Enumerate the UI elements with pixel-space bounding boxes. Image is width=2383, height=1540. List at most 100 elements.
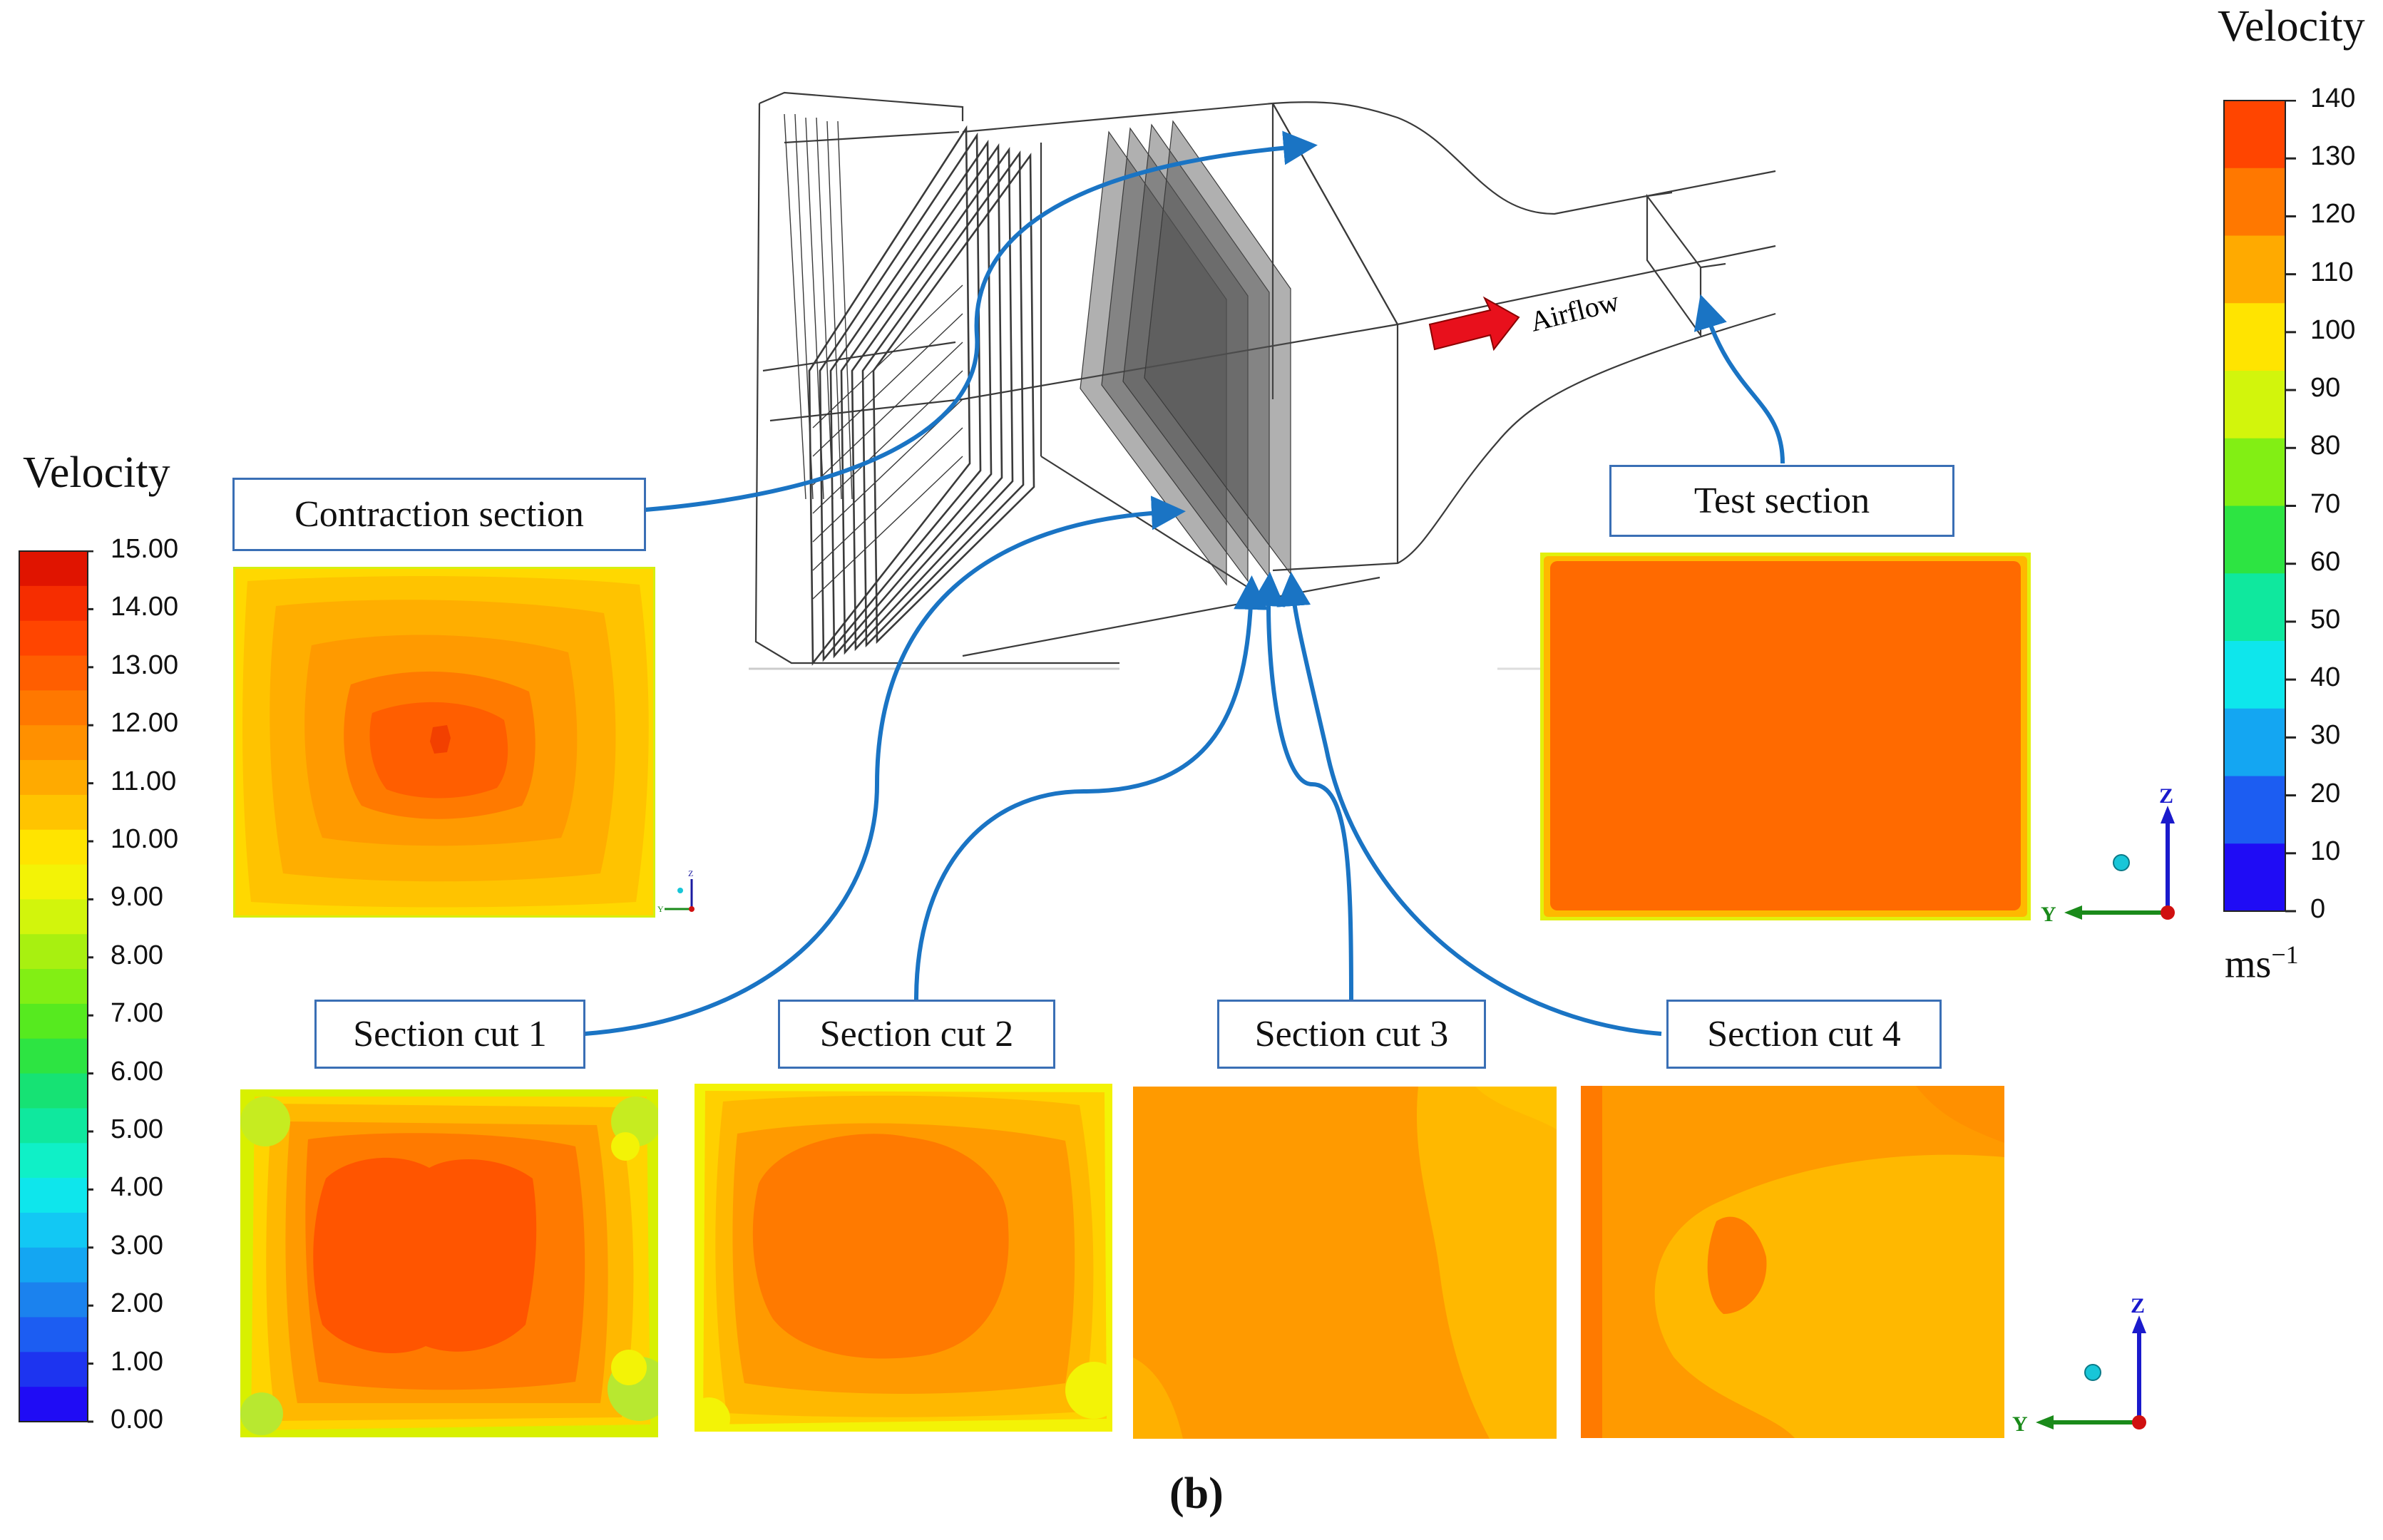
left-colorbar-tick-label: 6.00 [111,1056,163,1087]
label-test-section: Test section [1609,465,1954,537]
contour-contraction-section [233,567,655,918]
right-colorbar-tick-label: 70 [2310,488,2341,519]
right-colorbar-band [2224,641,2285,709]
left-colorbar-title: Velocity [23,448,170,497]
svg-text:Y: Y [657,904,664,914]
arrow-contraction [645,130,1318,512]
right-colorbar-tick-label: 140 [2310,83,2356,113]
honeycomb-screens [808,125,1035,666]
right-colorbar-tick-label: 100 [2310,314,2356,345]
svg-text:Z: Z [2159,784,2173,808]
right-colorbar-band [2224,708,2285,776]
left-colorbar-bands [19,551,88,1422]
label-section-cut-4: Section cut 4 [1666,1000,1942,1069]
right-colorbar-unit: ms−1 [2225,940,2299,987]
section-planes [1080,120,1291,586]
wind-tunnel-diagram: Airflow [749,91,1776,670]
right-colorbar-tick-label: 110 [2310,257,2354,287]
right-colorbar-band [2224,438,2285,506]
axis-triad-top: Z Y [2041,784,2175,926]
label-section-cut-1: Section cut 1 [314,1000,585,1069]
right-colorbar-band [2224,303,2285,371]
right-colorbar-tick-label: 120 [2310,199,2356,230]
left-colorbar-band [19,934,88,970]
left-colorbar-band [19,1003,88,1040]
left-colorbar-tick-label: 14.00 [111,592,179,622]
svg-text:Z: Z [2131,1294,2145,1318]
left-colorbar-tick-label: 10.00 [111,824,179,854]
contour-section-cut-2 [695,1084,1112,1432]
left-colorbar-band [19,1247,88,1283]
left-colorbar-band [19,1212,88,1248]
left-colorbar-band [19,655,88,691]
right-colorbar [2223,100,2296,913]
left-colorbar-band [19,1352,88,1387]
label-contraction-section: Contraction section [232,478,646,551]
left-colorbar-band [19,1038,88,1074]
right-colorbar-band [2224,573,2285,642]
right-colorbar-tick-label: 90 [2310,373,2341,404]
right-colorbar-title: Velocity [2218,2,2365,51]
label-section-cut-3: Section cut 3 [1217,1000,1486,1069]
right-colorbar-band [2224,843,2285,912]
figure-label: (b) [1169,1469,1224,1518]
right-colorbar-band [2224,776,2285,844]
left-colorbar-band [19,1317,88,1352]
left-colorbar-tick-label: 1.00 [111,1346,163,1377]
left-colorbar-band [19,969,88,1005]
left-colorbar-tick-label: 5.00 [111,1114,163,1144]
left-colorbar [19,550,93,1423]
right-colorbar-tick-label: 10 [2310,836,2341,866]
arrow-cut1 [584,496,1186,1036]
svg-text:Y: Y [2012,1412,2028,1436]
right-colorbar-tick-label: 40 [2310,662,2341,693]
right-colorbar-band [2224,505,2285,574]
left-colorbar-tick-label: 2.00 [111,1288,163,1319]
left-colorbar-band [19,864,88,900]
arrow-test [1693,294,1785,464]
left-colorbar-band [19,829,88,866]
left-colorbar-band [19,1073,88,1109]
right-colorbar-tick-label: 0 [2310,894,2326,924]
left-colorbar-band [19,760,88,796]
left-colorbar-band [19,899,88,935]
left-colorbar-band [19,585,88,622]
arrow-cut4 [1276,572,1662,1036]
left-colorbar-tick-label: 0.00 [111,1405,163,1434]
left-colorbar-band [19,620,88,657]
left-colorbar-tick-label: 8.00 [111,940,163,970]
left-colorbar-band [19,725,88,761]
left-colorbar-tick-label: 9.00 [111,882,163,913]
left-colorbar-tick-label: 11.00 [111,766,177,796]
left-colorbar-tick-label: 4.00 [111,1172,163,1203]
arrow-cut3 [1251,572,1353,1000]
right-colorbar-band [2224,371,2285,439]
left-colorbar-band [19,1387,88,1422]
right-colorbar-tick-label: 50 [2310,604,2341,635]
left-colorbar-band [19,1178,88,1213]
svg-text:Y: Y [2041,903,2056,926]
contour-section-cut-3 [1133,1087,1557,1439]
right-colorbar-tick-label: 20 [2310,778,2341,808]
right-colorbar-band [2224,168,2285,236]
svg-text:Z: Z [688,868,693,878]
right-colorbar-tick-label: 60 [2310,546,2341,577]
left-colorbar-band [19,1282,88,1318]
right-colorbar-bands [2224,101,2285,912]
left-colorbar-band [19,690,88,726]
left-colorbar-tick-label: 13.00 [111,650,179,680]
left-colorbar-band [19,1108,88,1144]
left-colorbar-band [19,1143,88,1179]
right-colorbar-band [2224,235,2285,304]
left-colorbar-tick-label: 15.00 [111,534,179,564]
axis-triad-small: Z Y [657,868,695,914]
contour-section-cut-1 [240,1089,658,1437]
contour-section-cut-4 [1581,1086,2004,1438]
right-colorbar-tick-label: 80 [2310,431,2341,461]
left-colorbar-tick-label: 3.00 [111,1230,163,1261]
left-colorbar-tick-label: 12.00 [111,708,179,739]
right-colorbar-tick-label: 130 [2310,141,2356,172]
left-colorbar-band [19,551,88,587]
right-colorbar-tick-label: 30 [2310,720,2341,751]
